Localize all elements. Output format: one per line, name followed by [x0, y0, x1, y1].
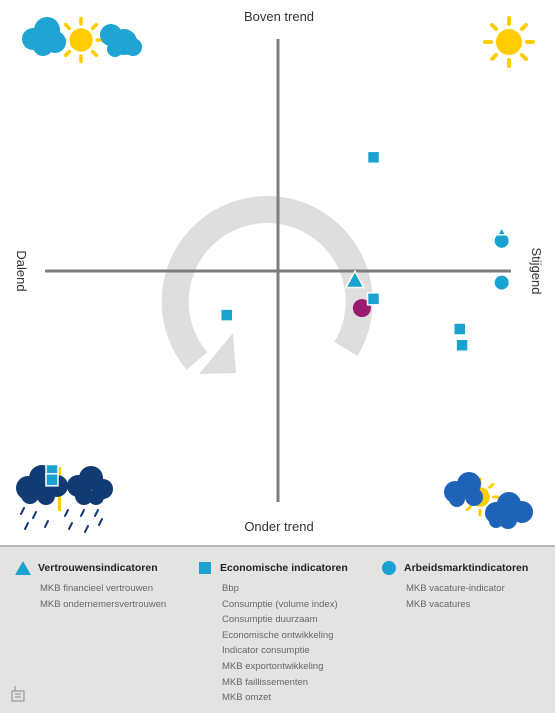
legend-item: MKB omzet — [222, 692, 272, 704]
sun-behind-clouds-icon — [22, 16, 142, 64]
legend-group-arbeidsmarkt: Arbeidsmarktindicatoren MKB vacature-ind… — [380, 559, 528, 612]
data-point-arbeidsmarkt-circle-2 — [494, 233, 509, 248]
logo-icon — [11, 686, 25, 702]
legend-item: Consumptie (volume index) — [222, 598, 338, 610]
data-points — [45, 150, 509, 487]
data-point-economisch-square-10 — [455, 338, 469, 352]
data-point-overall-circle-1 — [352, 299, 371, 318]
quadrant-chart: Boven trend Onder trend Dalend Stijgend — [14, 9, 544, 534]
legend-item: Consumptie duurzaam — [222, 614, 318, 626]
legend-title: Vertrouwensindicatoren — [38, 562, 158, 574]
data-point-economisch-square-8 — [366, 292, 381, 306]
data-point-arbeidsmarkt-circle-3 — [494, 275, 509, 290]
cycle-arrowhead — [199, 333, 236, 374]
data-point-economisch-square-12 — [45, 473, 59, 487]
square-icon — [199, 562, 211, 574]
legend-item: MKB financieel vertrouwen — [40, 583, 153, 594]
legend-item: MKB vacature-indicator — [406, 583, 505, 594]
circle-icon — [382, 561, 396, 575]
sun-behind-dark-clouds-icon — [444, 472, 533, 529]
legend-item: Bbp — [222, 583, 239, 594]
axis-label-top: Boven trend — [244, 9, 314, 24]
data-point-economisch-square-7 — [219, 308, 234, 322]
axis-label-right: Stijgend — [529, 248, 544, 295]
triangle-icon — [15, 561, 31, 575]
data-point-economisch-square-6 — [366, 150, 381, 165]
data-point-economisch-square-9 — [452, 322, 467, 336]
legend-item: MKB exportontwikkeling — [222, 660, 324, 672]
legend-item: Indicator consumptie — [222, 645, 310, 657]
legend-panel: Vertrouwensindicatoren MKB financieel ve… — [0, 545, 555, 713]
legend-title: Arbeidsmarktindicatoren — [404, 562, 529, 574]
legend-title: Economische indicatoren — [220, 562, 348, 574]
axis-label-left: Dalend — [14, 250, 29, 291]
data-point-vertrouwen-triangle-5 — [496, 226, 507, 236]
legend-item: Economische ontwikkeling — [222, 629, 334, 641]
sun-icon — [483, 16, 535, 68]
legend-group-vertrouwen: Vertrouwensindicatoren MKB financieel ve… — [14, 559, 166, 612]
rain-cloud-icon — [16, 465, 113, 533]
axis-label-bottom: Onder trend — [244, 519, 313, 534]
legend-item: MKB vacatures — [406, 598, 471, 610]
data-point-vertrouwen-triangle-4 — [344, 269, 366, 289]
legend-item: MKB ondernemersvertrouwen — [40, 598, 167, 610]
cycle-arrow — [161, 196, 373, 370]
legend-item: MKB faillissementen — [222, 676, 309, 688]
